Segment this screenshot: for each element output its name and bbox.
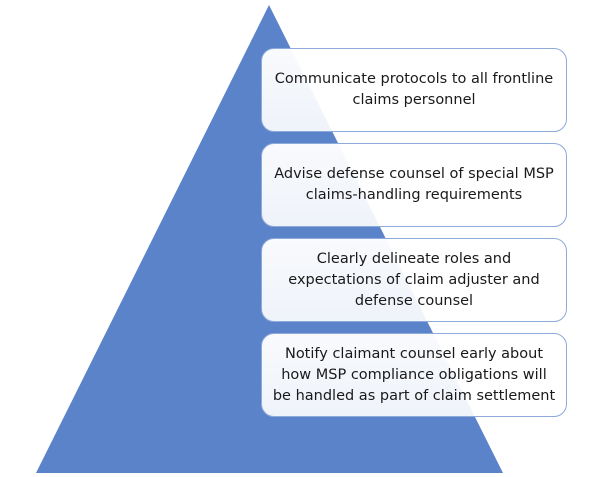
- pyramid-level-4-box: Notify claimant counsel early about how …: [261, 333, 567, 417]
- pyramid-level-1-box: Communicate protocols to all frontline c…: [261, 48, 567, 132]
- pyramid-level-3-box: Clearly delineate roles and expectations…: [261, 238, 567, 322]
- pyramid-level-3-text: Clearly delineate roles and expectations…: [288, 250, 540, 309]
- pyramid-level-2-text: Advise defense counsel of special MSP cl…: [274, 166, 554, 203]
- pyramid-level-4-text: Notify claimant counsel early about how …: [272, 345, 556, 404]
- pyramid-level-1-text: Communicate protocols to all frontline c…: [274, 71, 554, 108]
- pyramid-level-2-box: Advise defense counsel of special MSP cl…: [261, 143, 567, 227]
